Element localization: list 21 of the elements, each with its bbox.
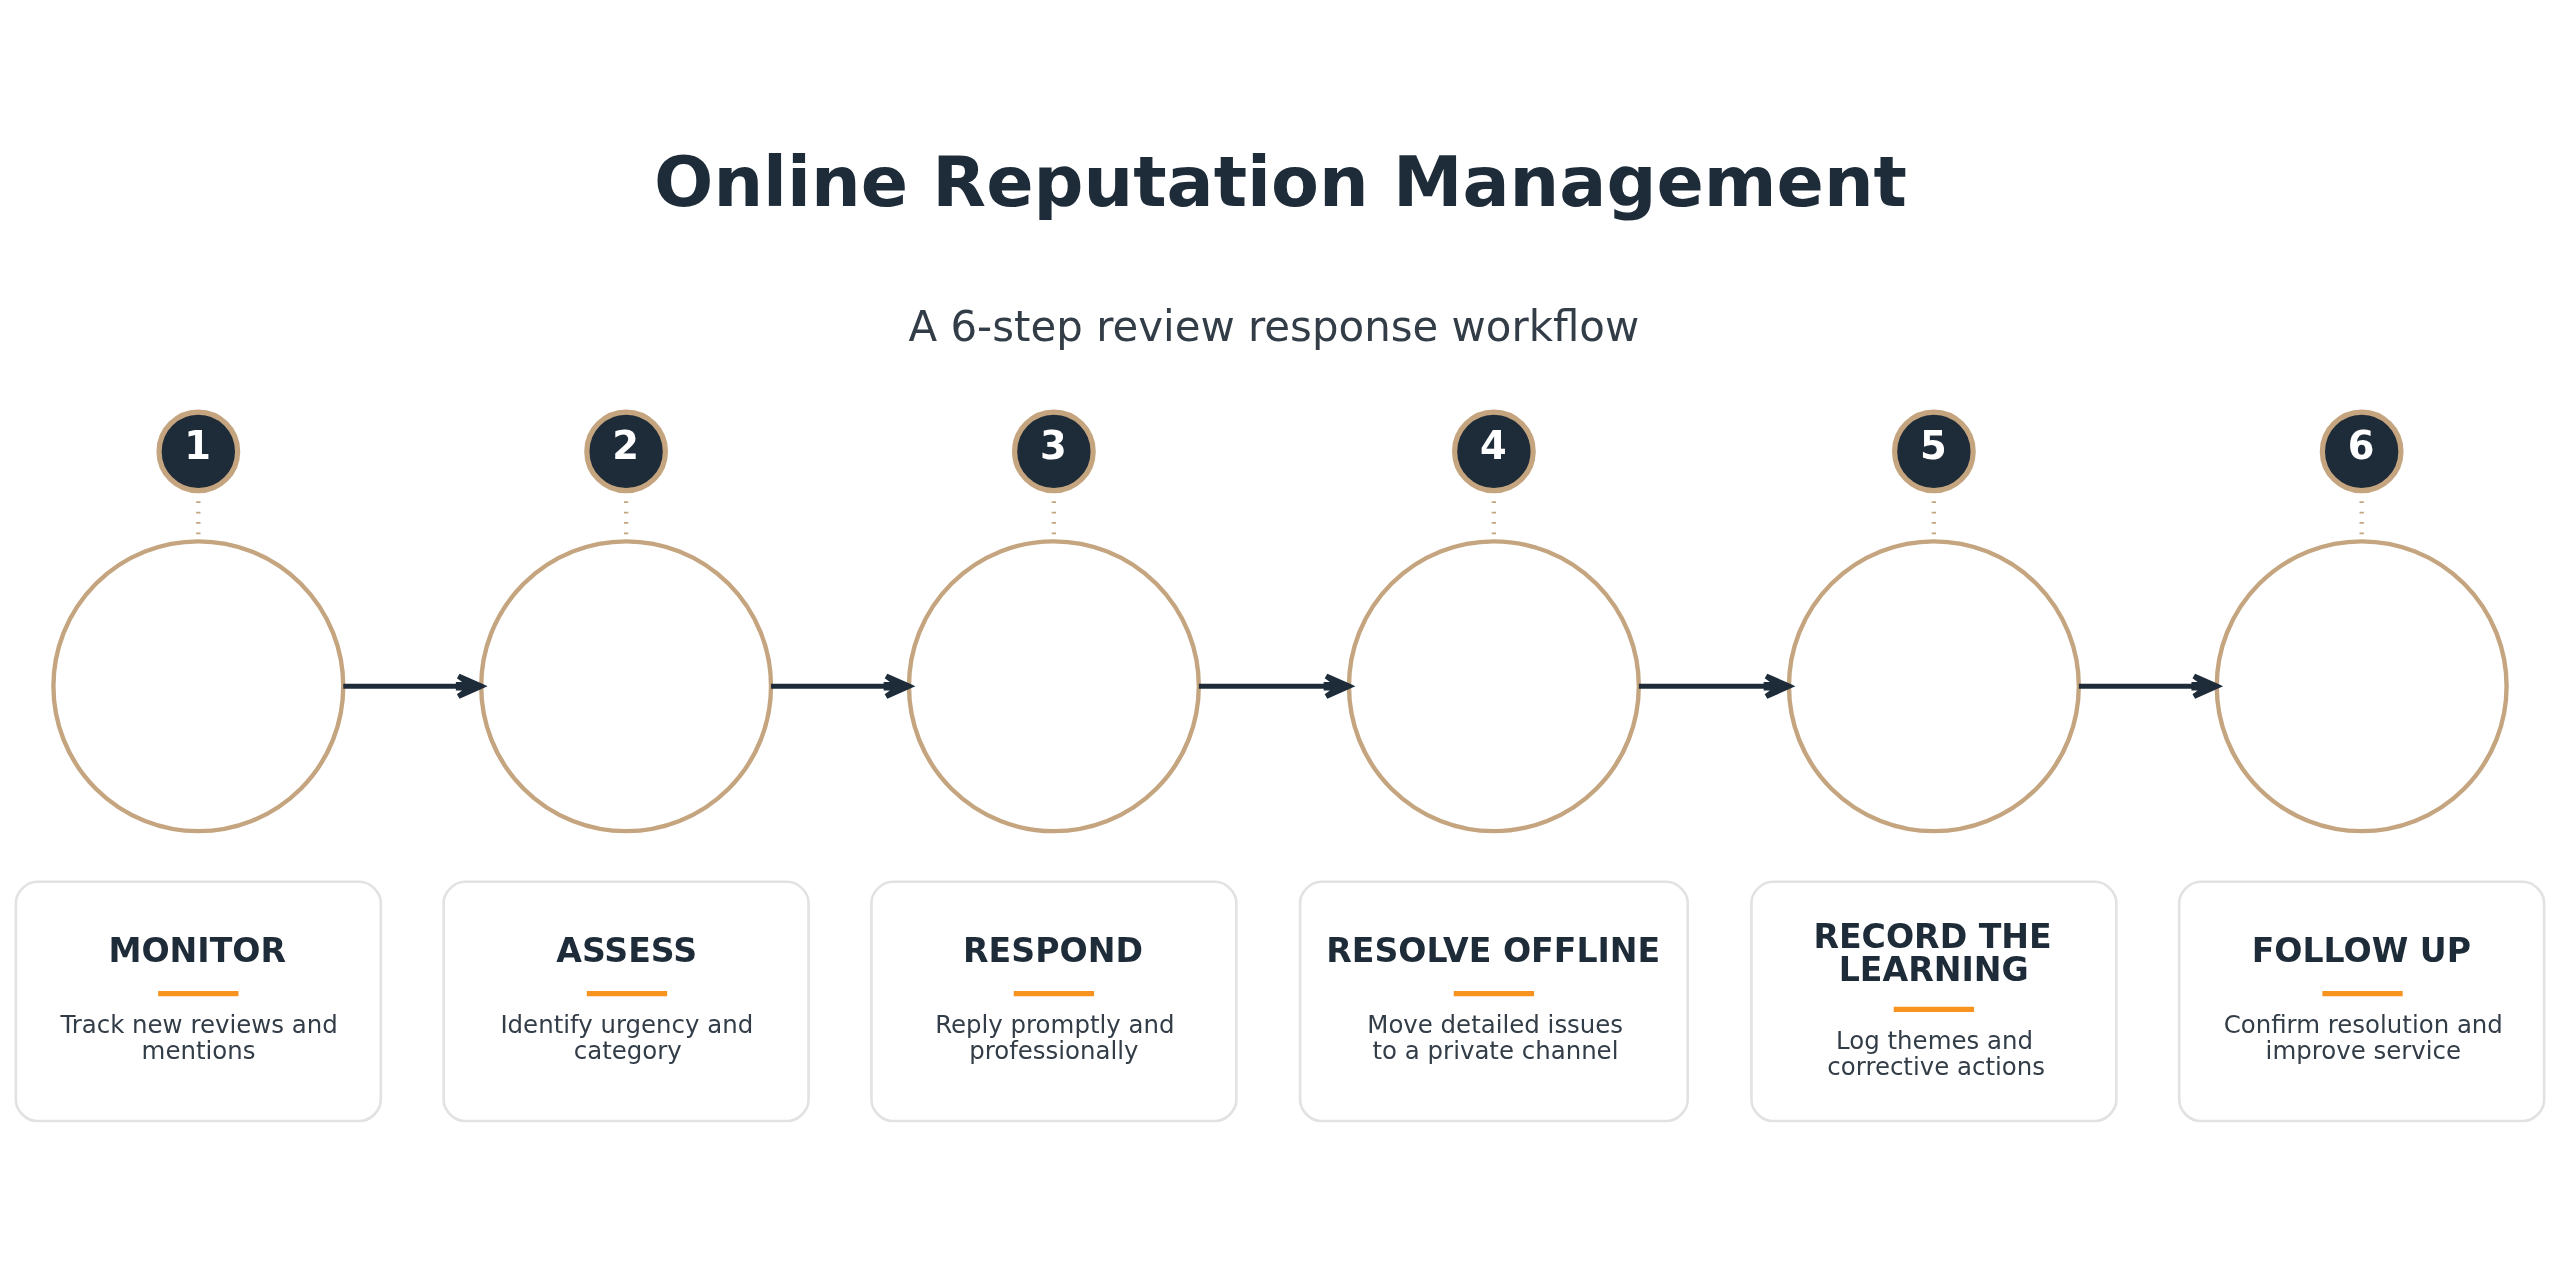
node-box: FOLLOW UP Confirm resolution and improve service [2177, 880, 2546, 1123]
node-circle [906, 539, 1201, 834]
label: A 6-step review response workflow [908, 301, 1640, 351]
diagram-title: Online Reputation Management [654, 141, 1907, 223]
node-circle: 6 [2319, 409, 2404, 494]
node-box: RESOLVE OFFLINE Move detailed issues to a private channel [1298, 880, 1689, 1123]
arrow [2078, 673, 2220, 700]
node-circle [1786, 539, 2081, 834]
node-circle [479, 539, 774, 834]
node-circle: 2 [584, 409, 668, 494]
node-circle: 4 [1452, 409, 1536, 494]
node-circle: 3 [1012, 409, 1096, 494]
node-box: MONITOR Track new reviews and mentions [14, 880, 383, 1123]
node-box: RECORD THE LEARNING Log themes and corrective actions [1750, 880, 2118, 1123]
node-circle [2214, 539, 2509, 834]
node-box: RESPOND Reply promptly and professionally [870, 880, 1238, 1123]
node-circle [1346, 539, 1641, 834]
node-circle [51, 539, 346, 834]
node-box: ASSESS Identify urgency and category [442, 880, 810, 1123]
node-circle: 5 [1892, 409, 1976, 494]
node-circle: 1 [156, 409, 241, 494]
